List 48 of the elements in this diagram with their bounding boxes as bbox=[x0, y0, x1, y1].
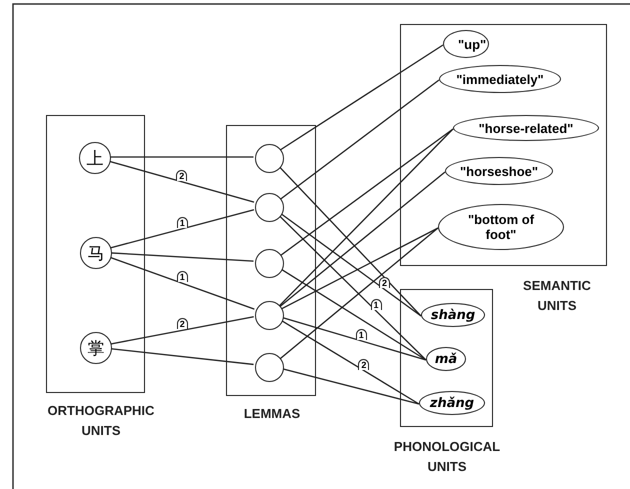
connector-line bbox=[110, 156, 254, 158]
edge-label: 2 bbox=[176, 318, 188, 330]
connector-line bbox=[109, 160, 254, 203]
connector-line bbox=[280, 268, 426, 361]
connector-line bbox=[279, 128, 454, 306]
connector-line bbox=[280, 44, 444, 150]
edge-label: 2 bbox=[358, 358, 370, 370]
connector-line bbox=[280, 228, 438, 360]
lemma-circle bbox=[254, 192, 284, 222]
connector-line bbox=[281, 227, 438, 310]
meaning-ellipse: "up" bbox=[443, 30, 489, 58]
edge-label: 1 bbox=[356, 328, 367, 340]
edge-label: 1 bbox=[176, 216, 188, 228]
connector-line bbox=[280, 128, 454, 256]
lemma-circle bbox=[254, 248, 284, 278]
connector-line bbox=[280, 212, 422, 317]
meaning-ellipse: "immediately" bbox=[439, 65, 561, 93]
lemma-circle bbox=[254, 352, 284, 382]
connector-line bbox=[280, 172, 446, 307]
edge-label: 2 bbox=[176, 170, 188, 181]
character-circle: 马 bbox=[80, 237, 112, 269]
group-label: LEMMAS bbox=[242, 405, 302, 423]
syllable-ellipse: zhǎng bbox=[419, 391, 485, 415]
lemma-circle bbox=[254, 144, 284, 172]
edge-label: 1 bbox=[176, 271, 188, 282]
meaning-ellipse: "horse-related" bbox=[453, 115, 599, 141]
connector-line bbox=[110, 316, 254, 345]
connector-line bbox=[110, 252, 254, 262]
connector-line bbox=[278, 166, 422, 316]
syllable-ellipse: mǎ bbox=[426, 347, 466, 371]
meaning-ellipse: "horseshoe" bbox=[445, 157, 553, 185]
connector-line bbox=[282, 368, 420, 405]
connector-line bbox=[110, 256, 255, 310]
character-circle: 掌 bbox=[80, 332, 112, 364]
connector-line bbox=[280, 320, 420, 405]
connector-line bbox=[110, 209, 254, 249]
connector-line bbox=[110, 348, 254, 366]
lemma-circle bbox=[254, 300, 284, 330]
group-label: PHONOLOGICAL UNITS bbox=[392, 438, 502, 476]
syllable-ellipse: shàng bbox=[421, 303, 485, 327]
group-label: ORTHOGRAPHIC UNITS bbox=[46, 402, 156, 440]
meaning-ellipse: "bottom of foot" bbox=[438, 204, 564, 250]
connector-line bbox=[278, 214, 426, 360]
group-label: SEMANTIC UNITS bbox=[522, 277, 592, 315]
character-circle: 上 bbox=[79, 142, 111, 174]
edge-label: 2 bbox=[378, 277, 390, 288]
connector-line bbox=[280, 79, 440, 200]
edge-label: 1 bbox=[370, 298, 382, 310]
